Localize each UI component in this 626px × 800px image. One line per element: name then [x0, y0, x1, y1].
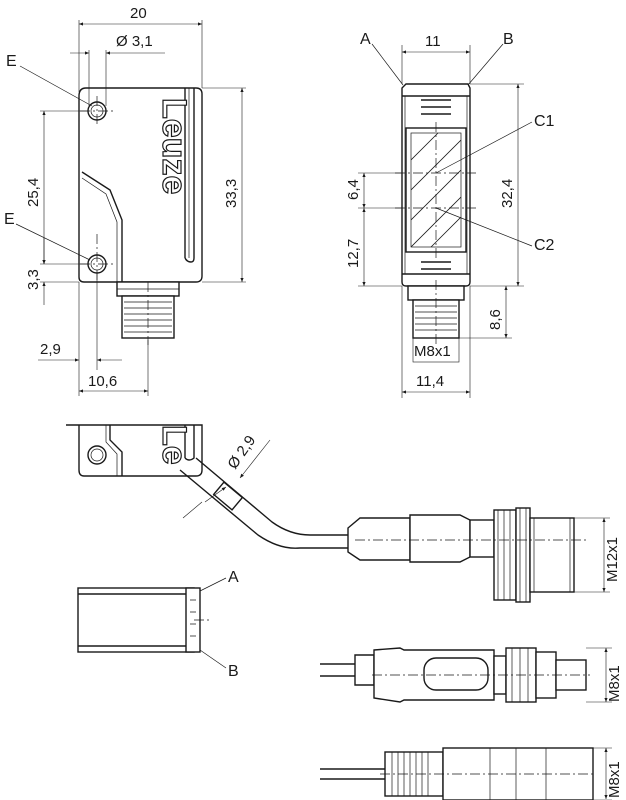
dim-hole-edge: 2,9	[40, 341, 61, 358]
dim-hole-offset: 3,3	[25, 269, 42, 290]
label-c1: C1	[534, 113, 555, 130]
side-view: 11 A B C1 C2 32,4 6,4 12,7 8,6 M8x1 11,4	[345, 31, 555, 398]
cable-view: Le Ø 2,9 M12x1	[66, 424, 623, 800]
dim-c2-offset: 12,7	[345, 239, 362, 268]
label-a-cable: A	[228, 569, 239, 586]
side-block	[77, 587, 210, 653]
dim-connector-height: 8,6	[487, 309, 504, 330]
label-b-side: B	[503, 31, 514, 48]
dim-optic-height: 32,4	[499, 179, 516, 208]
dim-connector-offset: 10,6	[88, 373, 117, 390]
m12-connector	[347, 507, 575, 603]
dim-thread-side: M8x1	[414, 343, 451, 360]
dim-m8-connector: M8x1	[606, 761, 623, 798]
brand-logo: Leuze	[155, 98, 193, 194]
dim-hole-spacing: 25,4	[25, 178, 42, 207]
dim-total-width: 11,4	[416, 373, 444, 390]
dim-cable-diameter: Ø 2,9	[224, 432, 259, 472]
label-a-side: A	[360, 31, 371, 48]
dim-width-front: 20	[130, 5, 147, 22]
front-view: Leuze 20 Ø 3,1 33,3 25,4 3,3	[4, 5, 246, 396]
dim-hole-diameter: Ø 3,1	[116, 33, 153, 50]
dim-width-side: 11	[425, 33, 441, 50]
dim-m12: M12x1	[604, 537, 621, 582]
label-c2: C2	[534, 237, 555, 254]
dim-m8-pigtail: M8x1	[606, 665, 623, 702]
label-b-cable: B	[228, 663, 239, 680]
label-e-bottom: E	[4, 211, 15, 228]
cable-brand-logo: Le	[155, 425, 193, 465]
label-e-top: E	[6, 53, 17, 70]
dim-height-front: 33,3	[223, 179, 240, 208]
sensor-cable	[179, 469, 350, 549]
dim-c1-offset: 6,4	[345, 179, 362, 200]
sensor-housing	[78, 87, 203, 283]
